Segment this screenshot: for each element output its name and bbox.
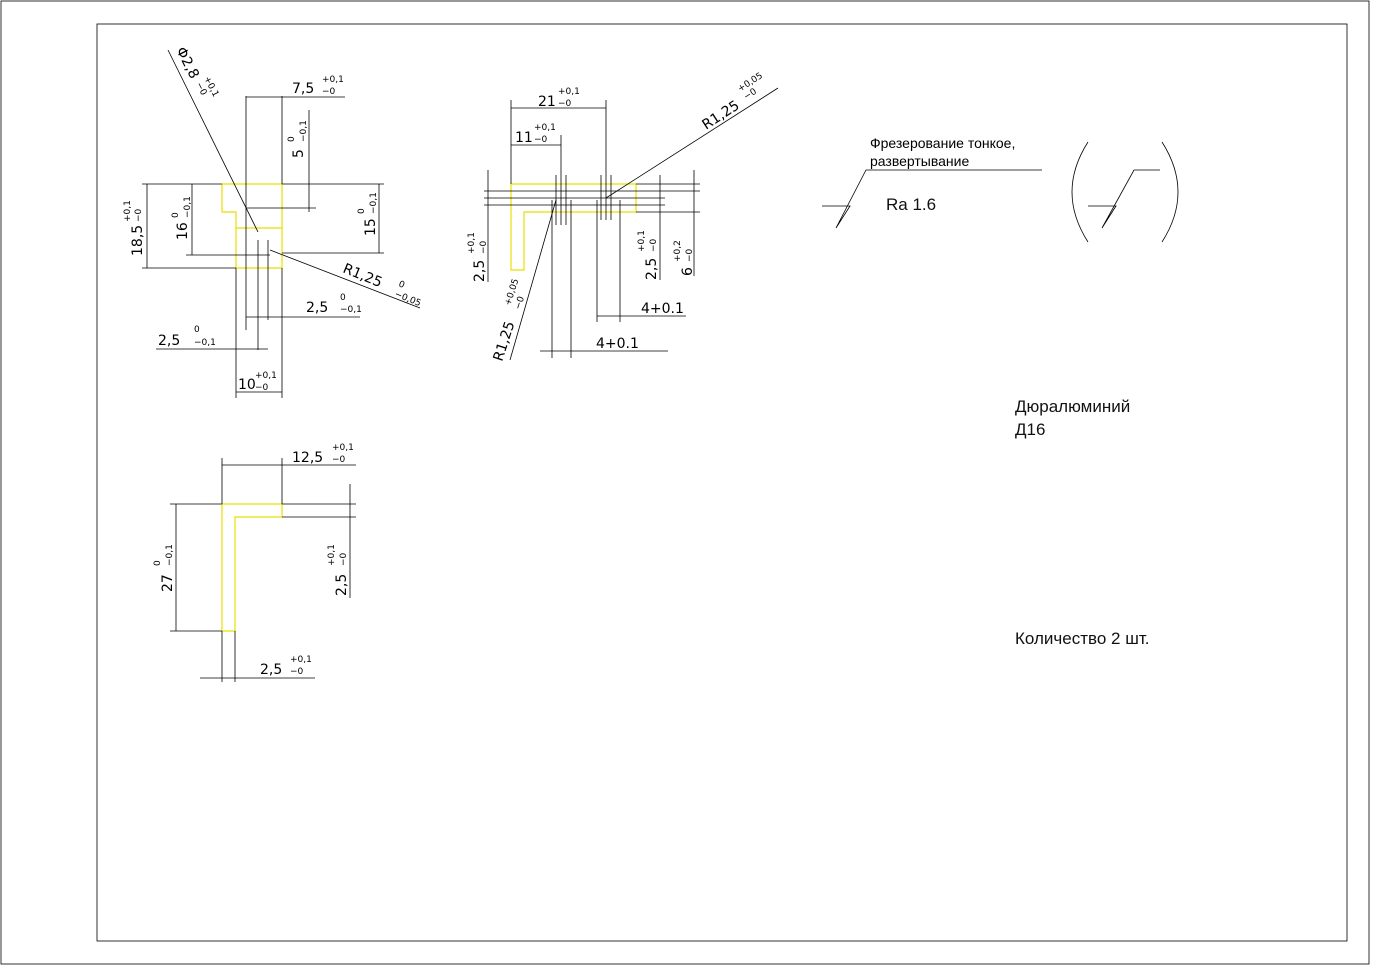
view-2: 21 +0,1 −0 11 +0,1 −0 R1,25 +0,05 −0 R1,… <box>467 71 779 363</box>
view2-part-outline <box>510 183 637 271</box>
roughness-symbol-main <box>822 169 1042 229</box>
svg-text:+0,1: +0,1 <box>467 232 477 254</box>
svg-text:−0,1: −0,1 <box>165 544 175 566</box>
svg-text:+0,1: +0,1 <box>534 123 556 133</box>
roughness-value: Ra 1.6 <box>886 195 936 214</box>
svg-text:+0,1: +0,1 <box>290 655 312 665</box>
svg-text:+0,1: +0,1 <box>558 87 580 97</box>
svg-text:−0,1: −0,1 <box>183 196 193 218</box>
dim-18-5: 18,5 <box>130 225 146 256</box>
dim-11: 11 <box>515 130 533 146</box>
svg-text:−0: −0 <box>339 552 349 566</box>
svg-text:+0,1: +0,1 <box>332 443 354 453</box>
dim-15: 15 <box>363 218 379 236</box>
svg-text:−0: −0 <box>558 99 572 109</box>
svg-text:−0,1: −0,1 <box>299 120 309 142</box>
bracket-left <box>1071 141 1089 243</box>
dim-21: 21 <box>538 94 556 110</box>
view3-part-outline <box>221 503 283 632</box>
inner-frame <box>96 23 1348 942</box>
svg-text:+0,2: +0,2 <box>673 240 683 262</box>
svg-text:−0: −0 <box>332 455 346 465</box>
surface-finish-symbol: Фрезерование тонкое, развертывание Ra 1.… <box>822 135 1179 243</box>
dim-2-5-left-v2: 2,5 <box>472 260 488 282</box>
svg-text:−0: −0 <box>685 248 695 262</box>
svg-text:−0,1: −0,1 <box>369 192 379 214</box>
surface-note-line1: Фрезерование тонкое, <box>870 135 1015 151</box>
svg-text:0: 0 <box>287 136 297 142</box>
svg-text:−0: −0 <box>649 238 659 252</box>
dim-2-5-right-v2: 2,5 <box>644 258 660 280</box>
dim-16: 16 <box>175 222 191 240</box>
view-1: 7,5 +0,1 −0 5 0 −0,1 18,5 +0,1 −0 16 0 −… <box>123 45 422 398</box>
dim-6: 6 <box>680 267 696 276</box>
leader-r1-25-upper <box>605 87 779 199</box>
dim-10: 10 <box>238 377 256 393</box>
svg-text:−0: −0 <box>534 135 548 145</box>
leader-r1-25-lower <box>509 199 557 361</box>
dim-4-lower: 4+0.1 <box>596 336 639 352</box>
dim-2-5-right: 2,5 <box>306 300 328 316</box>
svg-text:−0,05: −0,05 <box>393 290 422 310</box>
quantity-note: Количество 2 шт. <box>1015 629 1149 648</box>
view-3: 12,5 +0,1 −0 27 0 −0,1 2,5 +0,1 −0 2,5 +… <box>153 443 356 682</box>
material-name: Дюралюминий <box>1015 397 1130 416</box>
svg-text:−0: −0 <box>322 87 336 97</box>
svg-text:0: 0 <box>153 560 163 566</box>
svg-text:0: 0 <box>194 325 200 335</box>
svg-text:−0,1: −0,1 <box>194 338 216 348</box>
svg-text:+0,1: +0,1 <box>637 230 647 252</box>
dim-5: 5 <box>291 149 307 158</box>
dim-4-upper: 4+0.1 <box>641 301 684 317</box>
svg-text:−0: −0 <box>513 295 527 311</box>
leader-r1-25 <box>269 249 421 309</box>
dim-7-5: 7,5 <box>292 81 314 97</box>
dim-27: 27 <box>160 574 176 592</box>
svg-text:−0,1: −0,1 <box>340 305 362 315</box>
dim-r1-25: R1,25 <box>341 261 385 291</box>
surface-note-line2: развертывание <box>870 153 969 169</box>
svg-text:0: 0 <box>357 208 367 214</box>
roughness-symbol-default <box>1088 169 1160 229</box>
dim-2-5-v3: 2,5 <box>334 574 350 596</box>
dim-r1-25-lower: R1,25 <box>491 319 519 363</box>
svg-text:−0: −0 <box>255 383 269 393</box>
dim-phi-2-8: Φ2,8 <box>172 45 201 82</box>
svg-text:−0: −0 <box>134 208 144 222</box>
dim-12-5: 12,5 <box>292 450 323 466</box>
bracket-right <box>1161 141 1179 243</box>
svg-text:−0: −0 <box>290 667 304 677</box>
dim-r1-25-upper: R1,25 <box>699 98 742 134</box>
dim-2-5-left: 2,5 <box>158 333 180 349</box>
svg-text:+0,1: +0,1 <box>322 75 344 85</box>
svg-text:+0,1: +0,1 <box>255 371 277 381</box>
svg-text:+0,1: +0,1 <box>327 544 337 566</box>
material-grade: Д16 <box>1015 420 1045 439</box>
svg-text:0: 0 <box>397 280 406 292</box>
svg-text:−0: −0 <box>479 240 489 254</box>
leader-phi-2-8 <box>167 49 259 233</box>
svg-text:+0,1: +0,1 <box>123 200 133 222</box>
dim-2-5-h3: 2,5 <box>260 662 282 678</box>
svg-text:0: 0 <box>171 212 181 218</box>
svg-text:0: 0 <box>340 293 346 303</box>
